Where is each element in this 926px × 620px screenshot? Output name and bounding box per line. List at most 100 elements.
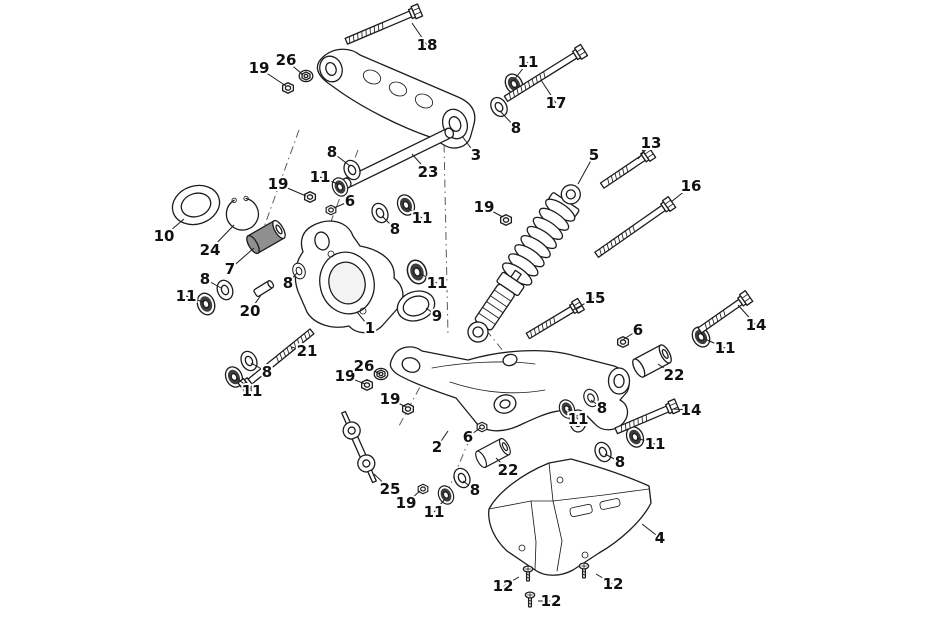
hex-nut	[401, 403, 415, 415]
part-number-label: 11	[176, 287, 197, 305]
leader-line	[567, 408, 579, 420]
part-number-label: 2	[432, 438, 442, 456]
part-number-label: 8	[327, 143, 337, 161]
callout-part-12: 12	[538, 590, 563, 612]
flat-washer	[216, 279, 234, 301]
callout-part-11: 11	[420, 272, 449, 294]
bolt-15	[525, 297, 585, 340]
bolt-18	[344, 3, 424, 45]
part-number-label: 11	[427, 274, 448, 292]
bearing-washer	[691, 326, 711, 348]
leader-line	[499, 110, 517, 129]
leader-line	[290, 346, 308, 352]
spacer-pin	[253, 279, 275, 298]
callout-part-11: 11	[174, 285, 204, 307]
part-number-label: 8	[283, 274, 293, 292]
callout-part-9: 9	[425, 305, 444, 327]
callout-part-11: 11	[636, 433, 667, 455]
part-number-label: 15	[585, 289, 606, 307]
snap-ring	[225, 195, 259, 231]
sleeve-bushing	[246, 219, 286, 255]
bolt-17	[503, 43, 589, 103]
leader-line	[285, 59, 304, 76]
callout-part-11: 11	[513, 51, 540, 81]
callout-part-5: 5	[577, 144, 601, 185]
mounting-screw	[524, 591, 536, 608]
callout-part-17: 17	[540, 79, 568, 114]
part-number-label: 13	[641, 134, 662, 152]
leader-line	[704, 338, 726, 349]
callout-part-11: 11	[236, 377, 264, 402]
callout-part-22: 22	[496, 457, 520, 481]
callout-part-8: 8	[604, 451, 627, 473]
leader-line	[250, 362, 268, 373]
callout-part-19: 19	[247, 57, 287, 87]
flat-washer	[490, 96, 508, 118]
part-number-label: 6	[345, 192, 355, 210]
part-number-label: 4	[655, 529, 665, 547]
part-number-label: 6	[633, 321, 643, 339]
leader-line	[277, 183, 307, 197]
hex-nut	[360, 379, 374, 391]
hex-nut	[303, 191, 317, 203]
callout-part-2: 2	[430, 430, 449, 458]
part-number-label: 7	[225, 260, 235, 278]
bolt-14-lower	[614, 398, 681, 435]
callout-part-1: 1	[356, 311, 377, 339]
part-number-label: 6	[463, 428, 473, 446]
leader-line	[590, 399, 603, 409]
callout-part-11: 11	[704, 337, 737, 359]
leader-line	[331, 151, 351, 167]
leader-line	[540, 79, 557, 104]
part-number-label: 11	[424, 503, 445, 521]
callout-part-11: 11	[308, 166, 339, 188]
callout-part-19: 19	[394, 490, 421, 514]
callout-part-11: 11	[407, 207, 434, 229]
flange-nut	[373, 367, 389, 381]
part-number-label: 12	[541, 592, 562, 610]
bearing-washer	[625, 426, 645, 448]
leader-line	[572, 297, 596, 311]
leader-line	[229, 247, 255, 270]
callout-part-6: 6	[333, 190, 357, 212]
mounting-screw	[578, 562, 590, 579]
leader-line	[502, 576, 520, 587]
callout-part-13: 13	[637, 132, 663, 160]
sleeve-bushing	[632, 344, 672, 378]
hex-nut	[499, 214, 513, 226]
callout-part-10: 10	[152, 218, 185, 247]
leader-line	[319, 176, 339, 185]
leader-line	[670, 185, 692, 203]
callout-part-26: 26	[274, 49, 304, 76]
leader-line	[737, 304, 757, 326]
leader-line	[637, 142, 652, 160]
callout-part-8: 8	[499, 110, 523, 139]
part-number-label: 20	[240, 302, 261, 320]
leader-line	[249, 294, 262, 312]
callout-part-15: 15	[572, 287, 607, 311]
leader-line	[620, 329, 639, 342]
seal-ring	[171, 184, 221, 226]
callout-part-8: 8	[590, 397, 609, 419]
hex-nut	[325, 204, 337, 216]
bearing-washer	[196, 292, 216, 316]
skid-plate	[488, 458, 652, 576]
bearing-washer	[406, 259, 428, 285]
callout-part-3: 3	[461, 135, 483, 166]
sleeve-bushing	[475, 437, 511, 469]
leader-line	[411, 153, 429, 173]
part-number-label: 19	[335, 367, 356, 385]
callout-part-22: 22	[657, 363, 686, 386]
leader-line	[425, 307, 438, 317]
part-number-label: 11	[242, 382, 263, 400]
part-number-label: 12	[493, 577, 514, 595]
part-number-label: 9	[432, 307, 442, 325]
bolt-14-upper	[697, 290, 754, 334]
part-number-label: 14	[681, 401, 702, 419]
part-number-label: 19	[474, 198, 495, 216]
leader-line	[258, 67, 287, 87]
callout-part-26: 26	[352, 355, 381, 377]
callout-part-7: 7	[223, 247, 255, 280]
